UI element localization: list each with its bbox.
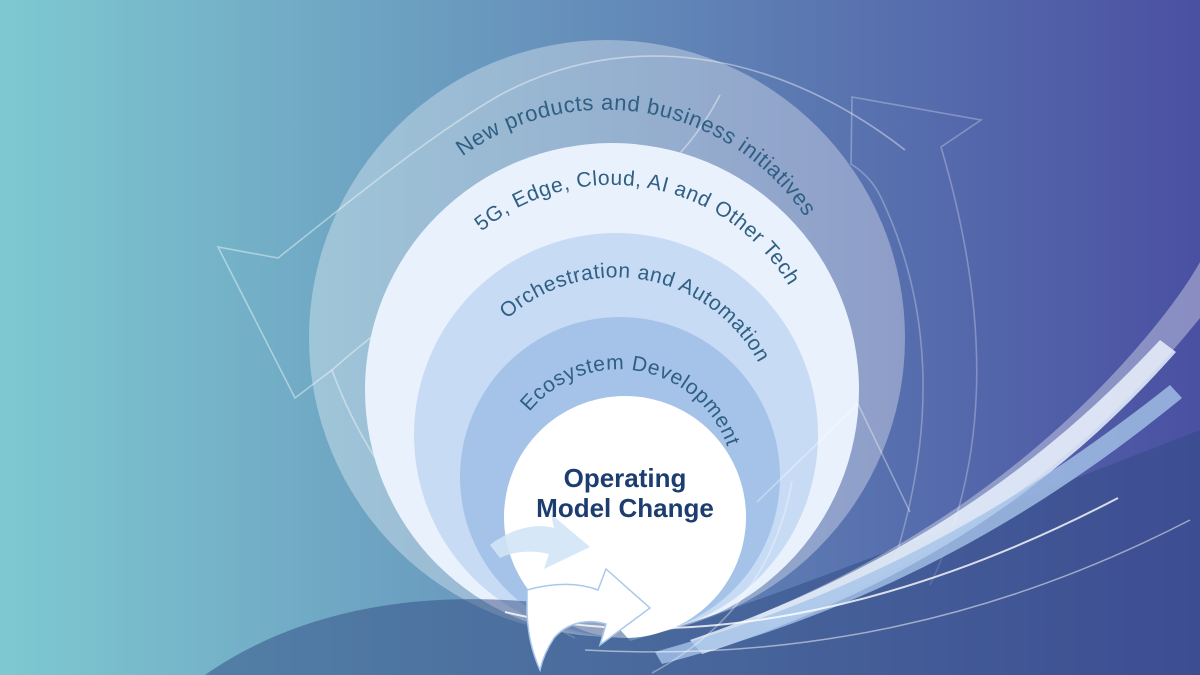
- center-label-line1: Operating: [564, 463, 687, 493]
- bottom-right-arrow-tail: [651, 480, 793, 674]
- circular-arrow-right-outline: [850, 96, 984, 586]
- trail-crescents: [504, 262, 1200, 664]
- white-arrow-icon: [526, 567, 652, 673]
- center-circle: [504, 396, 746, 638]
- trail-line-2: [584, 519, 1191, 653]
- center-label-line2: Model Change: [536, 493, 714, 523]
- trail-line-1: [504, 497, 1119, 630]
- circular-arrow-right-icon: [850, 96, 984, 586]
- circular-arrow-bottom-right-icon: [651, 402, 911, 674]
- bottom-right-arrow-head: [756, 402, 911, 513]
- soft-arrow-icon: [490, 514, 590, 569]
- center-label: Operating Model Change: [536, 463, 714, 523]
- swoosh-band: [205, 430, 1200, 675]
